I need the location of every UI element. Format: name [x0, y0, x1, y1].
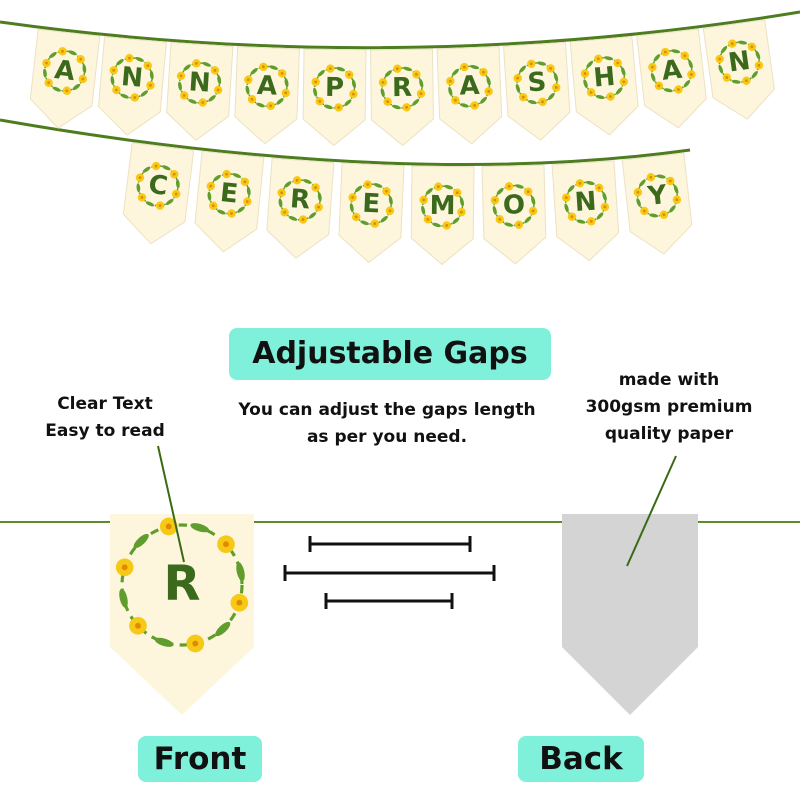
gaps-note: You can adjust the gaps length as per yo… — [205, 397, 569, 451]
pennant-wreath — [311, 64, 358, 112]
row1-letter: A — [256, 71, 278, 102]
paper-pointer — [626, 455, 677, 567]
pennant-shape — [194, 150, 265, 253]
front-wreath — [115, 517, 249, 653]
pennant-wreath — [135, 161, 181, 210]
pennant-wreath — [206, 169, 252, 218]
front-label: Front — [138, 736, 262, 782]
pennant-wreath — [513, 59, 561, 107]
row1-letter: N — [120, 62, 144, 94]
pennant-shape — [266, 157, 335, 259]
pennant-shape — [29, 28, 101, 129]
row2-pennant: N — [551, 160, 620, 262]
row2-pennant: R — [266, 157, 335, 259]
row2-letter: N — [574, 187, 598, 218]
row2-pennant: M — [410, 165, 475, 266]
clear-text-line-1: Clear Text — [57, 394, 153, 414]
row2-letter: C — [147, 170, 170, 202]
row2-pennant: E — [194, 150, 265, 253]
clear-text-note: Clear Text Easy to read — [20, 391, 190, 445]
pennant-wreath — [446, 62, 493, 110]
pennant-wreath — [176, 59, 223, 107]
row2-letter: M — [429, 191, 455, 221]
row1-letter: R — [392, 73, 412, 103]
row1-pennant: N — [702, 19, 775, 120]
clear-text-line-2: Easy to read — [45, 421, 165, 441]
row1-pennant: H — [569, 35, 639, 136]
gaps-line-1: You can adjust the gaps length — [238, 400, 536, 420]
pennant-wreath — [562, 179, 610, 226]
pennant-wreath — [378, 64, 426, 112]
gap-line-short — [308, 536, 472, 552]
pennant-shape — [636, 28, 707, 129]
row2-pennant: C — [122, 142, 195, 245]
row1-letter: P — [325, 73, 344, 103]
row1-letter: S — [527, 67, 548, 98]
pennant-shape — [702, 19, 775, 120]
row2-letter: Y — [645, 180, 669, 212]
row1-letter: A — [660, 55, 684, 87]
clear-text-pointer — [157, 445, 185, 563]
front-pennant: R — [110, 514, 254, 715]
pennant-wreath — [348, 180, 395, 228]
row1-pennant: A — [436, 46, 503, 145]
row1-letter: N — [188, 67, 212, 98]
pennant-wreath — [580, 54, 629, 101]
row2-pennant: O — [481, 164, 547, 265]
back-pennant — [562, 514, 698, 715]
gap-line-long — [283, 565, 496, 581]
row2-letter: E — [219, 178, 240, 210]
row1-pennant: R — [369, 48, 434, 147]
pennant-wreath — [244, 62, 290, 111]
row2-letter: E — [362, 189, 381, 220]
row1-pennant: N — [166, 42, 234, 141]
pennant-shape — [122, 142, 195, 245]
pennant-wreath — [490, 182, 538, 229]
pennant-wreath — [42, 47, 88, 95]
adjustable-gaps-heading: Adjustable Gaps — [229, 328, 551, 380]
row1-pennant: A — [234, 46, 300, 145]
row1-letter: H — [592, 62, 616, 94]
row2-letter: O — [503, 190, 526, 221]
pennant-wreath — [109, 53, 155, 102]
pennant-wreath — [419, 182, 466, 230]
gap-line-shortest — [324, 593, 454, 609]
paper-line-3: quality paper — [604, 424, 734, 444]
row2-pennant: E — [338, 162, 405, 264]
pennant-shape — [621, 152, 693, 255]
pennant-wreath — [715, 39, 764, 85]
row1-letter: A — [459, 71, 481, 102]
pennant-wreath — [633, 173, 682, 219]
row2-pennant: Y — [621, 152, 693, 255]
row1-pennant: S — [503, 41, 571, 141]
row1-pennant: A — [636, 28, 707, 129]
paper-note: made with 300gsm premium quality paper — [566, 367, 772, 448]
pennant-wreath — [277, 176, 323, 224]
garland-string-middle — [0, 118, 691, 167]
back-label: Back — [518, 736, 644, 782]
paper-line-2: 300gsm premium — [585, 397, 753, 417]
row1-letter: A — [53, 55, 77, 87]
row2-letter: R — [289, 184, 311, 215]
row1-letter: N — [726, 46, 752, 79]
pennant-wreath — [648, 47, 696, 94]
front-pennant-letter: R — [164, 556, 201, 612]
gaps-line-2: as per you need. — [306, 427, 468, 447]
row1-pennant: P — [302, 48, 367, 147]
paper-line-1: made with — [618, 370, 720, 390]
pennant-shape — [97, 36, 167, 136]
row1-pennant: N — [97, 36, 167, 136]
row1-pennant: A — [29, 28, 101, 129]
garland-string-top — [0, 10, 800, 50]
